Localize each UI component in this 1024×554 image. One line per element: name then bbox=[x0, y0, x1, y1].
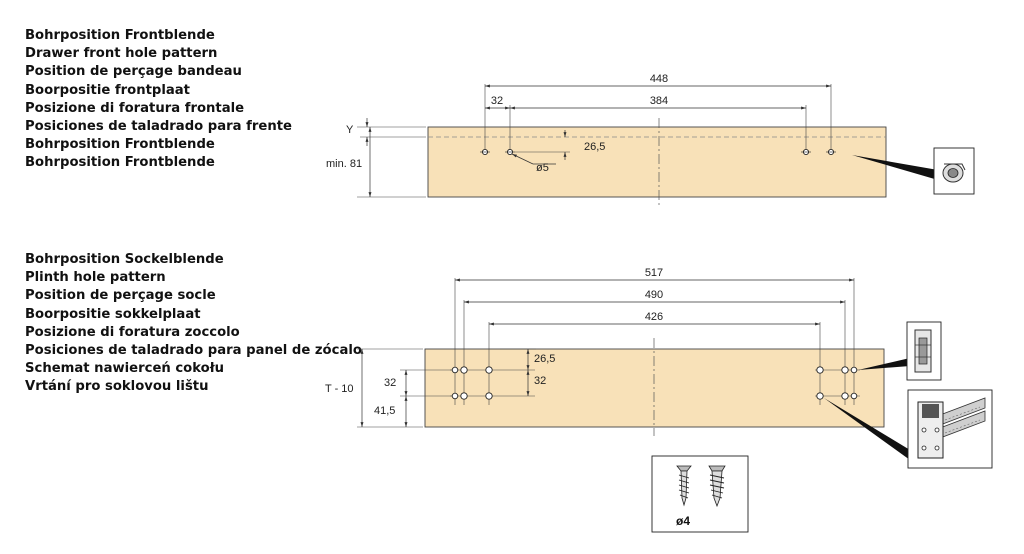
dim-plinth-bottom-offset: 41,5 bbox=[374, 405, 395, 417]
dim-front-hole-diameter: ø5 bbox=[536, 162, 549, 174]
plinth-title-nl: Boorpositie sokkelplaat bbox=[25, 306, 201, 322]
front-panel-drawing: 448 384 32 Y min. 81 26,5 ø5 bbox=[326, 73, 938, 206]
plinth-title-pl: Schemat nawierceń cokołu bbox=[25, 361, 224, 377]
plinth-clip-icon bbox=[906, 321, 942, 381]
dim-plinth-height: T - 10 bbox=[325, 383, 354, 395]
front-title-de: Bohrposition Frontblende bbox=[25, 28, 215, 43]
plinth-hole bbox=[816, 366, 824, 374]
dim-front-height: min. 81 bbox=[326, 158, 362, 170]
dim-front-overall: 448 bbox=[650, 73, 668, 85]
plinth-title-list: Bohrposition Sockelblende Plinth hole pa… bbox=[25, 251, 362, 397]
plinth-board bbox=[424, 348, 885, 428]
front-title-it: Posizione di foratura frontale bbox=[25, 100, 245, 116]
front-title-en: Drawer front hole pattern bbox=[25, 46, 218, 62]
dim-front-hole-depth: 26,5 bbox=[584, 141, 605, 153]
front-title-de-2: Bohrposition Frontblende bbox=[25, 137, 215, 153]
front-board bbox=[427, 126, 887, 198]
dim-plinth-spacing-right: 32 bbox=[534, 375, 546, 387]
plinth-hole bbox=[841, 366, 849, 374]
dim-plinth-spacing-left: 32 bbox=[384, 377, 396, 389]
screw-icon: ø4 bbox=[651, 455, 749, 533]
front-title-list: Bohrposition Frontblende Drawer front ho… bbox=[25, 27, 292, 173]
dim-plinth-top-offset: 26,5 bbox=[534, 353, 555, 365]
bracket-clip-icon bbox=[933, 147, 975, 195]
front-callout-pointer bbox=[852, 155, 938, 180]
mounting-plate-icon bbox=[907, 389, 993, 469]
dim-plinth-inner: 426 bbox=[645, 311, 663, 323]
front-title-de-3: Bohrposition Frontblende bbox=[25, 155, 215, 171]
plinth-hole bbox=[841, 392, 849, 400]
dim-front-inner: 384 bbox=[650, 95, 668, 107]
front-title-fr: Position de perçage bandeau bbox=[25, 64, 242, 80]
front-holes bbox=[480, 148, 836, 156]
plinth-callout-pointer-bottom bbox=[824, 398, 910, 460]
plinth-hole bbox=[485, 366, 493, 374]
plinth-title-es: Posiciones de taladrado para panel de zó… bbox=[25, 343, 362, 359]
screw-diameter-label: ø4 bbox=[676, 514, 690, 528]
plinth-title-en: Plinth hole pattern bbox=[25, 270, 166, 286]
plinth-panel-drawing: 517 490 426 26,5 bbox=[325, 267, 910, 460]
dim-plinth-outer: 517 bbox=[645, 267, 663, 279]
plinth-title-de: Bohrposition Sockelblende bbox=[25, 252, 224, 267]
plinth-hole bbox=[451, 392, 459, 400]
dim-plinth-middle: 490 bbox=[645, 289, 663, 301]
plinth-hole bbox=[850, 392, 858, 400]
plinth-hole bbox=[485, 392, 493, 400]
plinth-title-cz: Vrtání pro soklovou lištu bbox=[25, 379, 209, 395]
plinth-hole bbox=[451, 366, 459, 374]
dim-front-offset: 32 bbox=[491, 95, 503, 107]
plinth-hole bbox=[850, 366, 858, 374]
plinth-callout-pointer-top bbox=[858, 358, 910, 370]
dim-front-y: Y bbox=[346, 124, 354, 136]
front-title-nl: Boorpositie frontplaat bbox=[25, 82, 190, 98]
plinth-hole bbox=[816, 392, 824, 400]
front-title-es: Posiciones de taladrado para frente bbox=[25, 119, 292, 135]
screw-detail-frame bbox=[651, 455, 749, 533]
plinth-hole bbox=[460, 392, 468, 400]
plinth-hole bbox=[460, 366, 468, 374]
plinth-title-it: Posizione di foratura zoccolo bbox=[25, 324, 240, 340]
plinth-holes bbox=[451, 366, 858, 400]
plinth-title-fr: Position de perçage socle bbox=[25, 288, 216, 304]
